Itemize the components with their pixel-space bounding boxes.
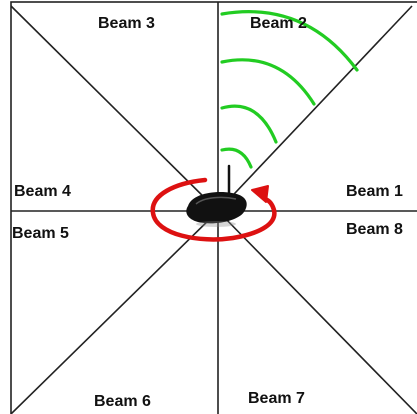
signal-wave-4: [220, 10, 359, 72]
rotation-arc: [150, 177, 277, 242]
beam-4-label: Beam 4: [14, 183, 71, 200]
signal-wave-3: [220, 58, 316, 106]
router-shadow: [196, 221, 236, 227]
beam-2-label: Beam 2: [250, 15, 307, 32]
rotation-arrowhead: [251, 185, 269, 203]
signal-wave-2: [220, 104, 278, 144]
rotation-arrow-icon: [150, 177, 277, 242]
signal-wave-1: [220, 147, 253, 169]
diagram-frame: [10, 1, 417, 414]
wireless-router-icon: [186, 164, 247, 227]
diagonal-divider-nw: [10, 5, 219, 212]
diagonal-divider-sw: [10, 210, 219, 414]
beam-3-label: Beam 3: [98, 15, 155, 32]
beam-7-label: Beam 7: [248, 390, 305, 407]
signal-waves-icon: [220, 10, 359, 169]
diagonal-divider-ne: [217, 5, 413, 212]
beam-6-label: Beam 6: [94, 393, 151, 410]
router-highlight: [195, 196, 237, 205]
beam-1-label: Beam 1: [346, 183, 403, 200]
beam-5-label: Beam 5: [12, 225, 69, 242]
diagonal-divider-se: [217, 210, 417, 414]
beam-8-label: Beam 8: [346, 221, 403, 238]
router-body: [186, 192, 247, 224]
